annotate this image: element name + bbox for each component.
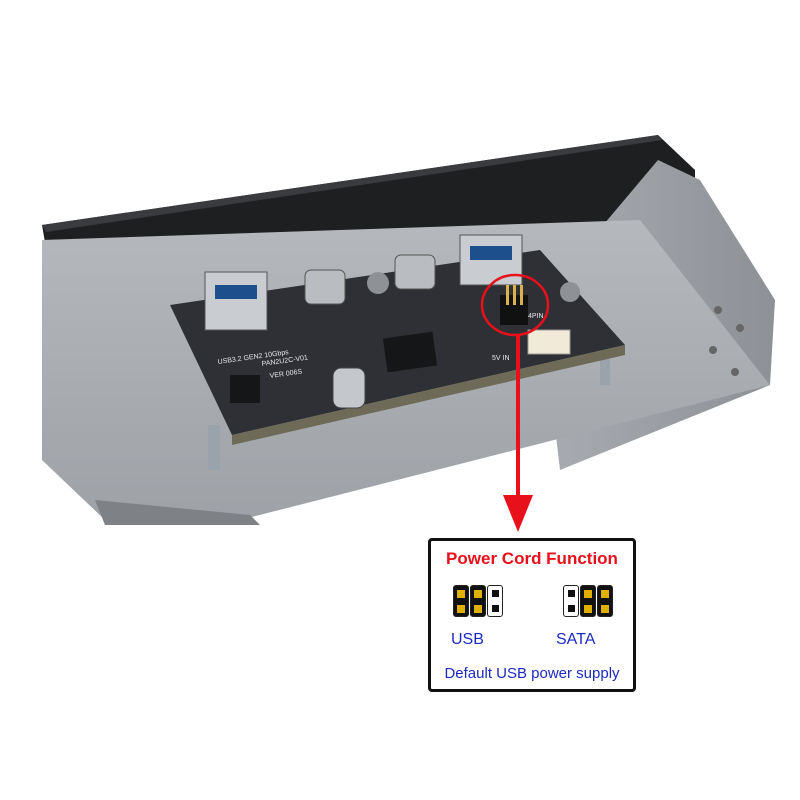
power-connector xyxy=(527,329,571,355)
usb-c-port-2 xyxy=(394,254,436,290)
pcb-power-in-text: 5V IN xyxy=(492,355,510,362)
usb-label: USB xyxy=(451,631,484,648)
usb-c-port-3 xyxy=(332,367,366,409)
pin-header xyxy=(500,285,528,325)
usb-c-port-1 xyxy=(304,269,346,305)
highlight-circle xyxy=(480,273,550,337)
usb-a-port-left xyxy=(204,271,268,331)
pcb-version-text: VER 006S xyxy=(269,368,303,380)
callout-title: Power Cord Function xyxy=(446,549,618,568)
default-power-note: Default USB power supply xyxy=(444,665,620,682)
annotation-arrow-head xyxy=(503,495,533,532)
sata-label: SATA xyxy=(556,631,596,648)
pcb-4pin-text: 4PIN xyxy=(528,313,544,320)
power-cord-function-callout: Power Cord Function USB SATA Default USB… xyxy=(428,538,636,692)
controller-chip xyxy=(382,331,438,373)
usb-jumper-diagram xyxy=(453,585,503,619)
sata-jumper-diagram xyxy=(563,585,613,619)
